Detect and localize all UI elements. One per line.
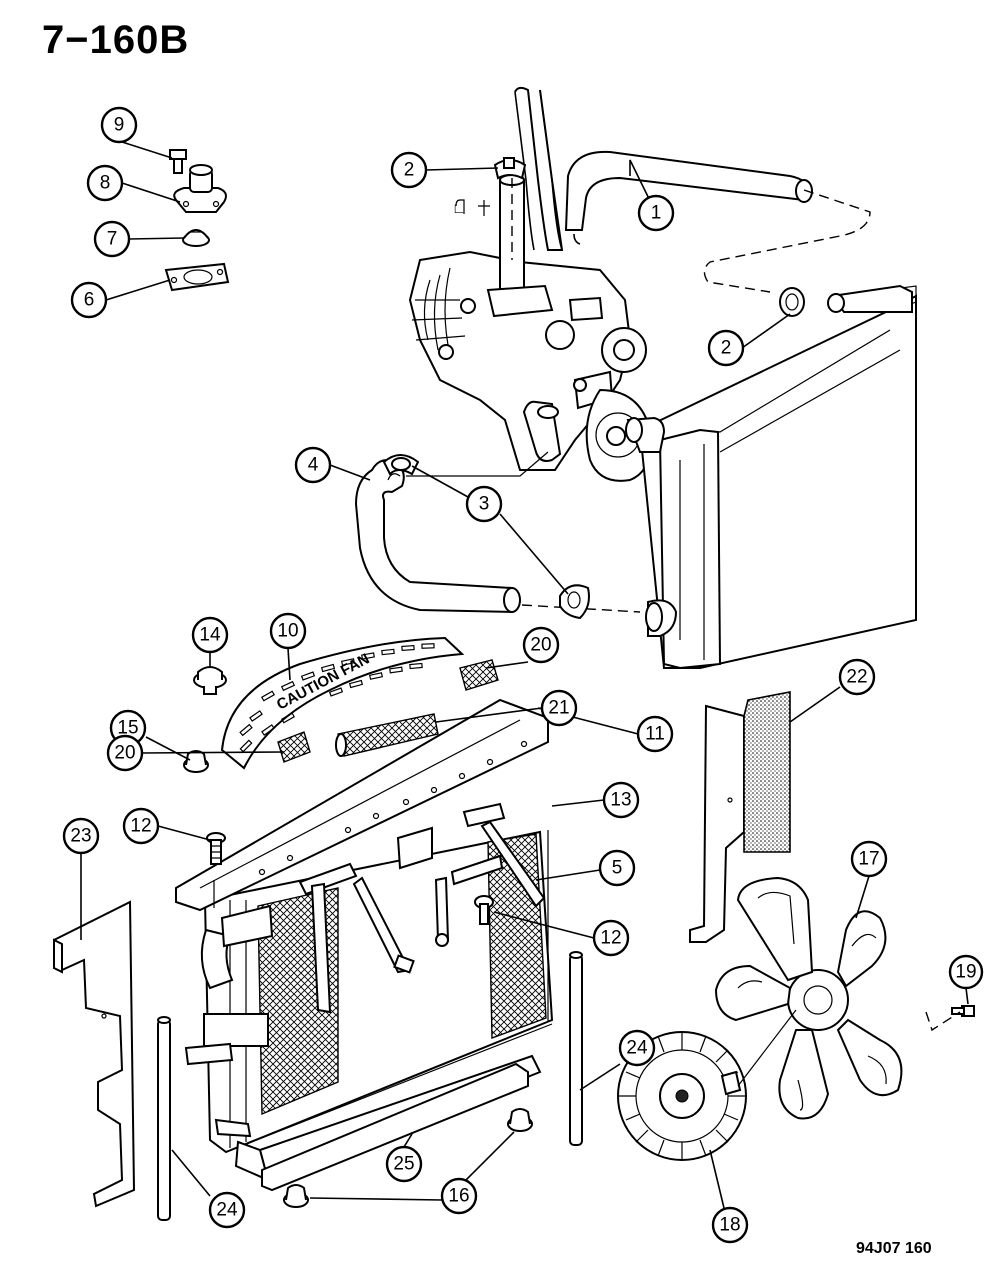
mounting-bolt-right [474,895,494,925]
callout-10: 10 [269,612,307,650]
callout-20-left: 20 [106,734,144,772]
fan-bolt-routing [925,1011,961,1032]
svg-text:3: 3 [479,494,490,515]
svg-text:18: 18 [719,1215,740,1236]
callout-9: 9 [100,106,138,144]
svg-text:10: 10 [277,621,298,642]
cooling-fan [714,876,903,1120]
svg-text:∟: ∟ [452,200,466,216]
fan-to-clutch-line [737,1009,797,1087]
callout-25: 25 [385,1145,423,1183]
fan-bolt [951,1005,975,1017]
callout-19: 19 [948,954,984,990]
right-air-seal [689,691,791,943]
svg-text:2: 2 [404,160,415,181]
mounting-bolt-upper [206,832,226,865]
svg-text:12: 12 [600,928,621,949]
svg-text:15: 15 [117,718,138,739]
shroud-seal-upper-right [459,659,499,691]
thermostat-bolt [169,149,187,174]
svg-text:11: 11 [645,724,665,745]
callout-11: 11 [636,715,674,753]
svg-text:5: 5 [612,858,623,879]
svg-text:24: 24 [626,1038,648,1059]
svg-text:21: 21 [548,698,569,719]
callout-21: 21 [540,689,578,727]
callout-13: 13 [602,781,640,819]
shroud-seal-long [335,713,439,757]
svg-text:8: 8 [100,173,111,194]
lower-isolators [283,1108,533,1208]
shroud-seal-upper-left [277,731,311,763]
callout-6: 6 [70,281,108,319]
callout-22: 22 [838,658,876,696]
svg-text:23: 23 [70,826,91,847]
left-air-seal [52,900,136,1208]
callout-8: 8 [86,164,124,202]
hose-routing-line [703,189,871,293]
callout-3: 3 [465,485,503,523]
svg-text:20: 20 [114,743,135,764]
svg-text:2: 2 [721,338,732,359]
callout-4: 4 [294,446,332,484]
left-vertical-seal [157,1016,171,1221]
lower-radiator-hose [354,459,521,614]
callout-24-left: 24 [208,1191,246,1229]
engine-water-pump: ∟ [408,174,652,482]
svg-text:16: 16 [448,1186,469,1207]
callout-17: 17 [850,840,888,878]
svg-text:17: 17 [858,849,879,870]
svg-text:19: 19 [955,962,976,983]
upper-hose-clamp-radiator [779,287,805,317]
thermostat-gasket [164,262,230,292]
callout-20-right: 20 [522,626,560,664]
svg-text:22: 22 [846,667,867,688]
callout-12-left: 12 [122,807,160,845]
svg-text:24: 24 [216,1200,238,1221]
hose-routing-line-3 [521,604,641,613]
callout-2-upper: 2 [390,151,428,189]
callout-16: 16 [440,1177,478,1215]
callout-2-lower: 2 [707,329,745,367]
fan-clutch [617,1031,747,1161]
svg-text:13: 13 [610,790,631,811]
thermostat [182,229,210,247]
svg-text:14: 14 [199,625,221,646]
svg-text:6: 6 [84,290,95,311]
lower-hose-leader [406,451,549,477]
upper-radiator-hose [514,86,813,251]
svg-text:20: 20 [530,635,551,656]
svg-text:9: 9 [114,115,125,136]
callout-12-right: 12 [592,919,630,957]
retainer-cap-upper [193,666,227,695]
svg-text:7: 7 [107,229,118,250]
svg-text:12: 12 [130,816,151,837]
retainer-cap-lower [183,750,209,773]
figure-code: 94J07 160 [856,1240,932,1257]
right-vertical-seal [569,951,583,1146]
svg-text:4: 4 [308,455,319,476]
lower-seal [261,1062,529,1192]
svg-text:25: 25 [393,1154,414,1175]
radiator-support-brackets [184,802,546,1138]
callout-5: 5 [598,849,636,887]
callout-14: 14 [191,616,229,654]
callout-23: 23 [62,817,100,855]
hose-clamp-small [455,199,465,214]
callout-1: 1 [637,194,675,232]
diagram-number: 7−160B [42,18,190,62]
lower-hose-clamp-engine [382,454,420,476]
svg-text:1: 1 [651,203,662,224]
callout-24-right: 24 [618,1029,656,1067]
leader-lines [80,140,969,1209]
thermostat-housing [173,164,227,213]
upper-hose-clamp-engine [493,157,527,180]
radiator [625,284,917,670]
callout-7: 7 [93,220,131,258]
engine-fitting [478,200,490,216]
callout-18: 18 [711,1206,749,1244]
